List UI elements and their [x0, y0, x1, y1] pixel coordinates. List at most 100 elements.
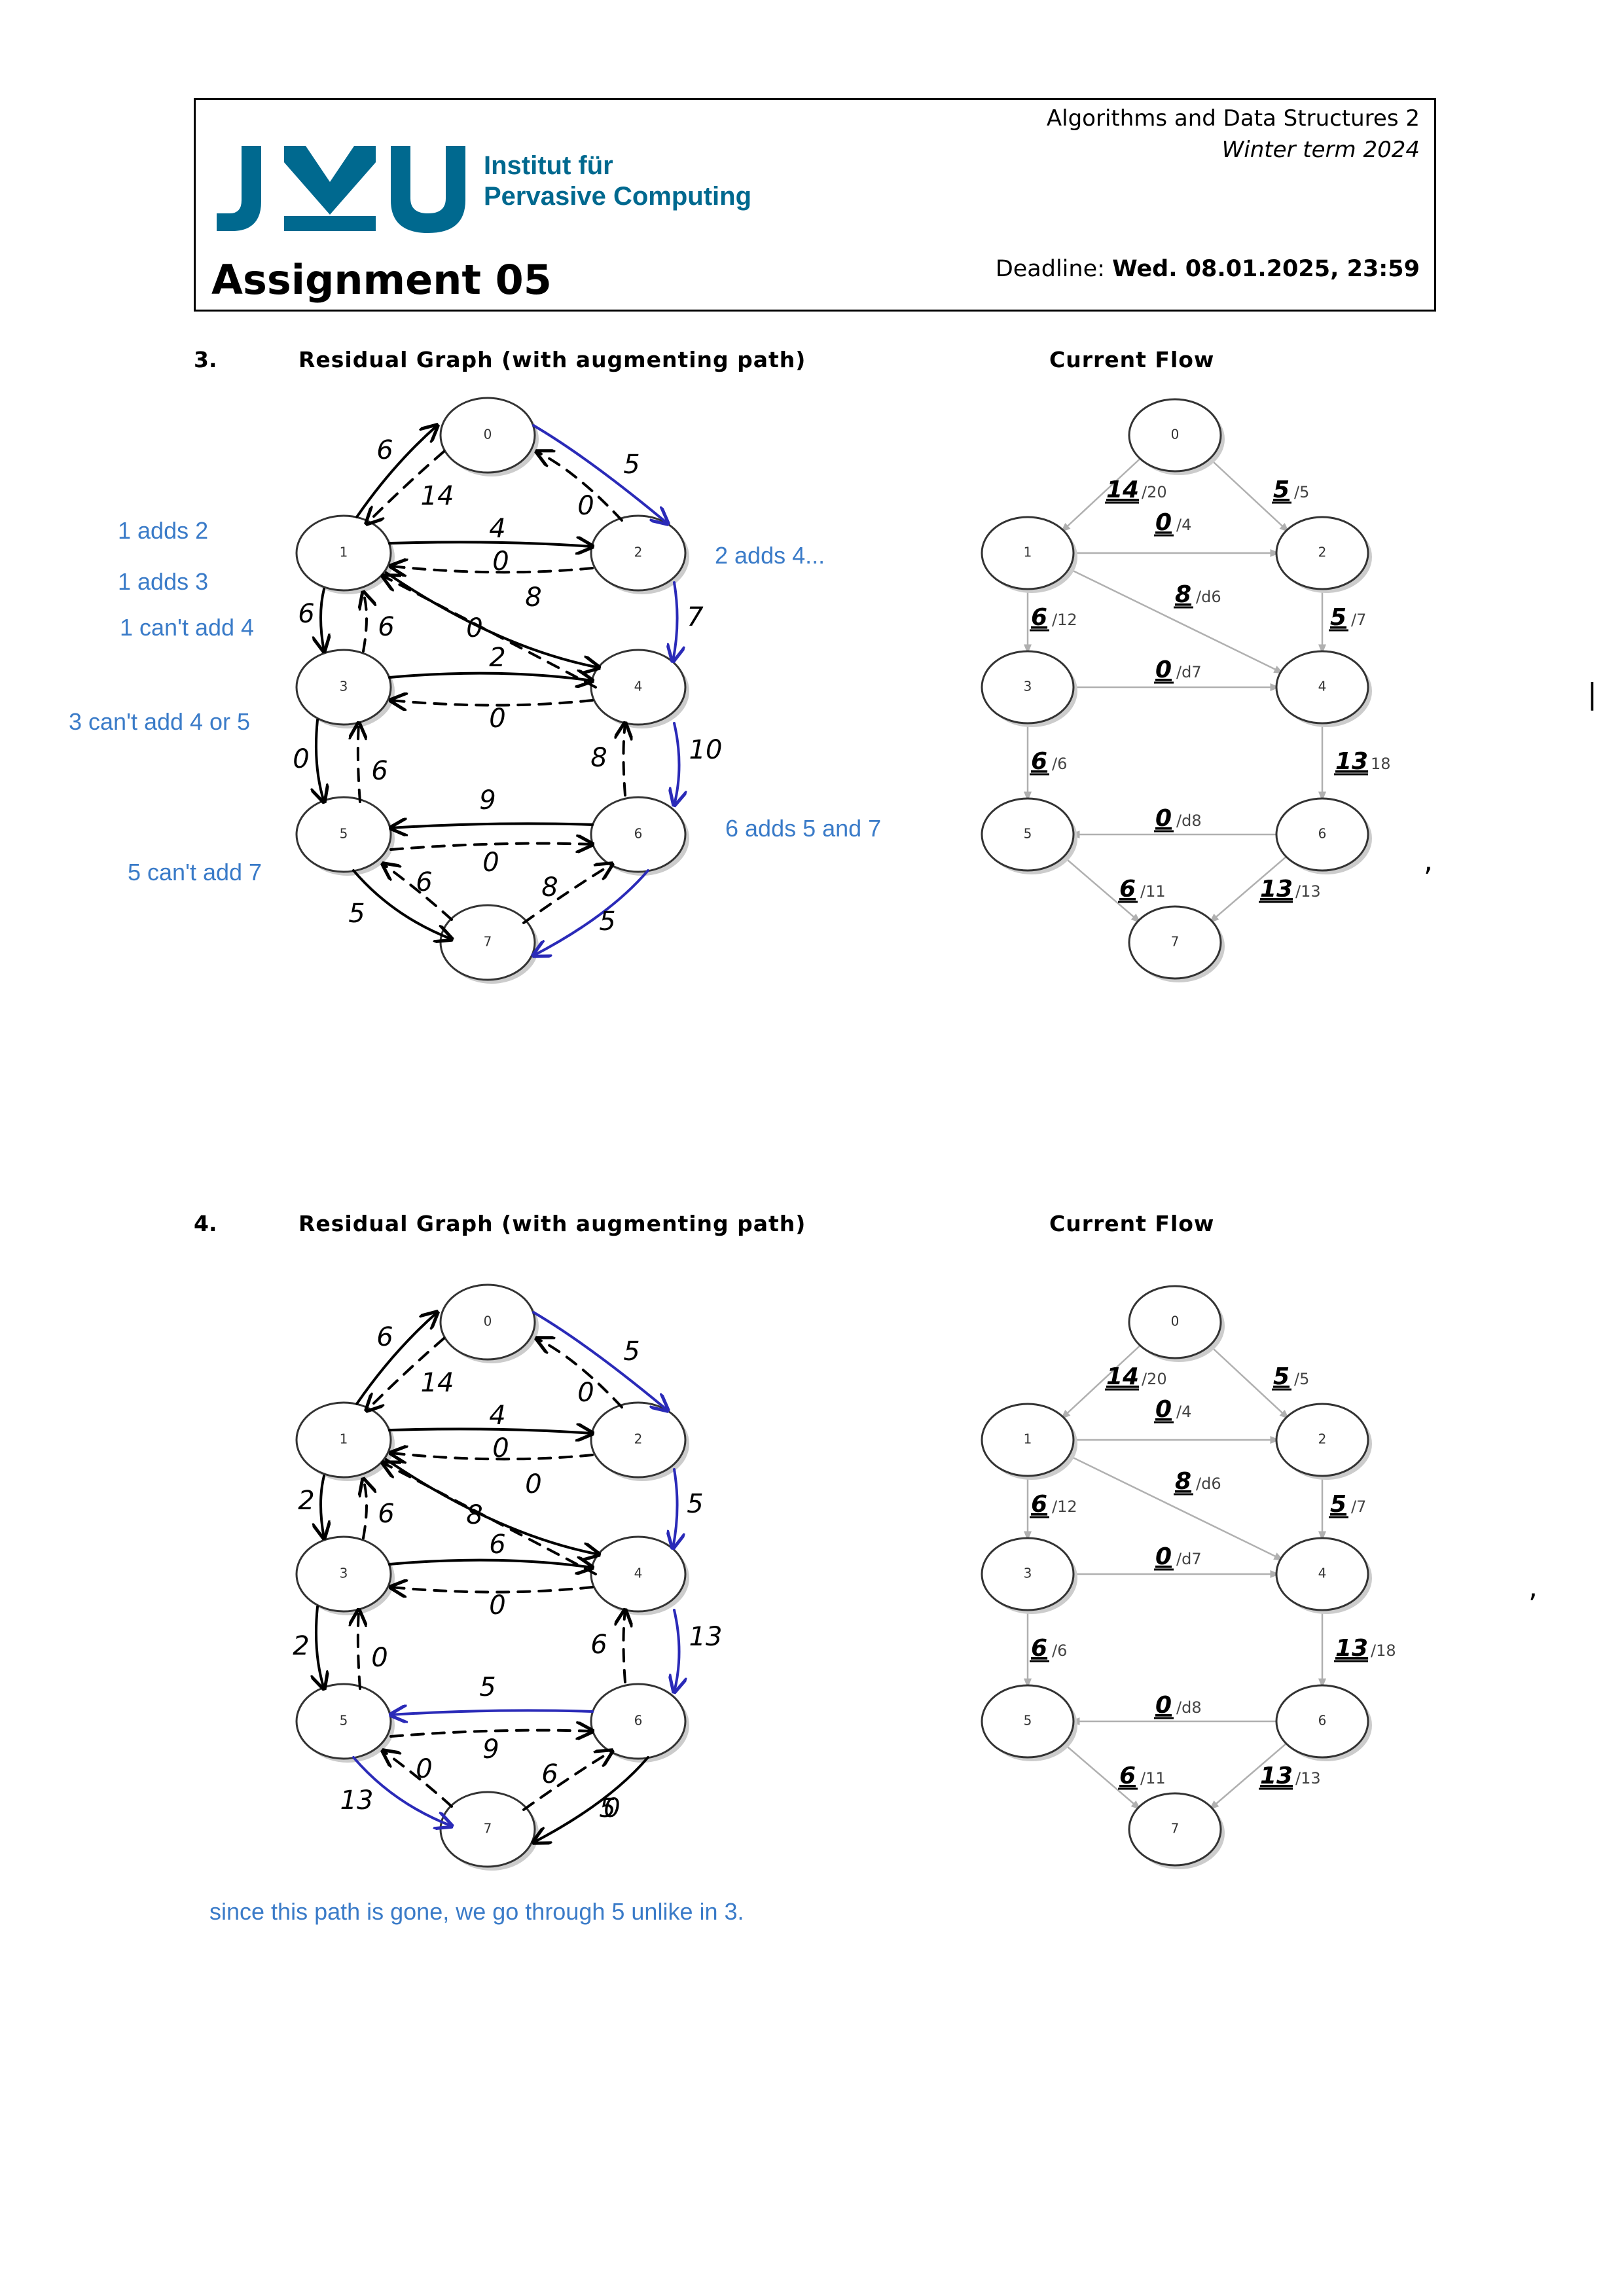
flow-capacity: /5 — [1294, 1370, 1309, 1388]
residual-edge — [388, 1560, 592, 1568]
node-label: 3 — [340, 1566, 348, 1581]
institute-line2: Pervasive Computing — [484, 182, 751, 211]
jku-logo: Institut für Pervasive Computing — [217, 146, 751, 233]
flow-value: 8 — [1175, 581, 1191, 608]
residual-edge — [367, 450, 445, 524]
section-4-residual-title: Residual Graph (with augmenting path) — [298, 1211, 806, 1236]
edge-label: 9 — [482, 1734, 499, 1765]
residual-edge — [355, 1312, 437, 1405]
edge-label: 5 — [599, 906, 615, 937]
node-label: 0 — [1171, 1314, 1180, 1329]
edge-label: 0 — [604, 1793, 620, 1823]
edge-label: 0 — [577, 491, 594, 521]
edge-label: 5 — [687, 1489, 703, 1519]
flow-value: 8 — [1175, 1468, 1191, 1495]
flow-value: 0 — [1155, 509, 1172, 536]
flow-capacity: /4 — [1176, 1403, 1191, 1421]
flow-edge — [1060, 455, 1144, 533]
edge-label: 6 — [416, 867, 432, 897]
edge-label: 0 — [492, 1433, 509, 1463]
graph-node — [295, 1401, 392, 1479]
residual-edge — [383, 576, 597, 689]
graph-node — [1128, 398, 1222, 473]
node-label: 7 — [484, 934, 492, 950]
flow-capacity: /12 — [1052, 611, 1077, 629]
node-label: 5 — [1024, 1713, 1032, 1729]
node-label: 3 — [340, 679, 348, 694]
flow-value: 14 — [1106, 1363, 1139, 1390]
edge-label: 0 — [371, 1643, 388, 1673]
flow-value: 13 — [1260, 1763, 1293, 1789]
edge-label: 4 — [489, 514, 505, 544]
flow-value: 6 — [1031, 748, 1047, 775]
flow-value: 5 — [1273, 476, 1290, 503]
node-label: 3 — [1024, 1566, 1032, 1581]
deadline: Deadline: Wed. 08.01.2025, 23:59 — [996, 256, 1420, 282]
flow-capacity: /18 — [1371, 1641, 1396, 1660]
flow-capacity: /12 — [1052, 1498, 1077, 1516]
note-1-adds-3: 1 adds 3 — [118, 568, 209, 595]
flow-value: 6 — [1119, 876, 1136, 903]
augmenting-path-edge — [533, 869, 649, 956]
edge-label: 2 — [298, 1486, 314, 1516]
residual-edge — [367, 1337, 445, 1410]
graph-node — [1128, 1285, 1222, 1359]
residual-edge — [391, 700, 594, 706]
edge-label: 6 — [371, 756, 388, 786]
flow-value: 0 — [1155, 805, 1172, 832]
flow-value: 6 — [1031, 604, 1047, 631]
node-label: 2 — [1318, 1431, 1327, 1447]
residual-edge — [316, 719, 324, 802]
augmenting-path-edge — [532, 424, 668, 524]
residual-edge — [316, 1605, 324, 1689]
residual-edge — [391, 1453, 594, 1459]
edge-label: 2 — [293, 1631, 309, 1661]
flow-capacity: /11 — [1140, 882, 1166, 901]
flow-value: 13 — [1260, 876, 1293, 903]
flow-edge — [1206, 1342, 1290, 1420]
node-label: 0 — [484, 1314, 492, 1329]
graph-node — [981, 650, 1075, 725]
edge-label: 0 — [482, 848, 499, 878]
node-label: 2 — [634, 1431, 643, 1447]
flow-value: 5 — [1330, 1491, 1346, 1518]
augmenting-path-edge — [674, 722, 679, 805]
flow-capacity: /20 — [1142, 483, 1167, 501]
deadline-label: Deadline: — [995, 256, 1105, 282]
graph-node — [295, 649, 392, 726]
flow-capacity: /7 — [1351, 611, 1366, 629]
edge-label: 4 — [489, 1401, 505, 1431]
flow-value: 13 — [1335, 748, 1368, 775]
section-4-flow-title: Current Flow — [1049, 1211, 1215, 1236]
node-label: 2 — [634, 545, 643, 560]
edge-label: 5 — [623, 1336, 640, 1367]
flow-value: 0 — [1155, 656, 1172, 683]
edge-label: 2 — [489, 643, 505, 673]
residual-edge — [358, 723, 360, 803]
flow-edge — [1209, 853, 1290, 924]
graph-node — [295, 514, 392, 592]
header-box: Institut für Pervasive Computing Assignm… — [194, 98, 1436, 312]
edge-label: 6 — [590, 1630, 607, 1660]
residual-edge — [522, 864, 612, 924]
residual-edge — [383, 864, 453, 921]
augmenting-path-edge — [391, 1710, 594, 1715]
edge-label: 14 — [421, 1368, 454, 1398]
edge-label: 5 — [599, 1793, 615, 1823]
node-label: 5 — [340, 826, 348, 842]
edge-label: 8 — [525, 583, 541, 613]
augmenting-path-edge — [352, 1756, 452, 1826]
residual-edge — [321, 588, 324, 651]
node-label: 7 — [1171, 1821, 1180, 1837]
residual-edge — [363, 1479, 367, 1539]
flow-capacity: /d8 — [1176, 1698, 1202, 1717]
node-label: 4 — [1318, 1566, 1327, 1581]
flow-value: 6 — [1031, 1635, 1047, 1662]
residual-edge — [522, 1751, 612, 1811]
deadline-value: Wed. 08.01.2025, 23:59 — [1112, 256, 1420, 282]
flow-capacity: /5 — [1294, 483, 1309, 501]
residual-edge — [358, 1610, 360, 1690]
